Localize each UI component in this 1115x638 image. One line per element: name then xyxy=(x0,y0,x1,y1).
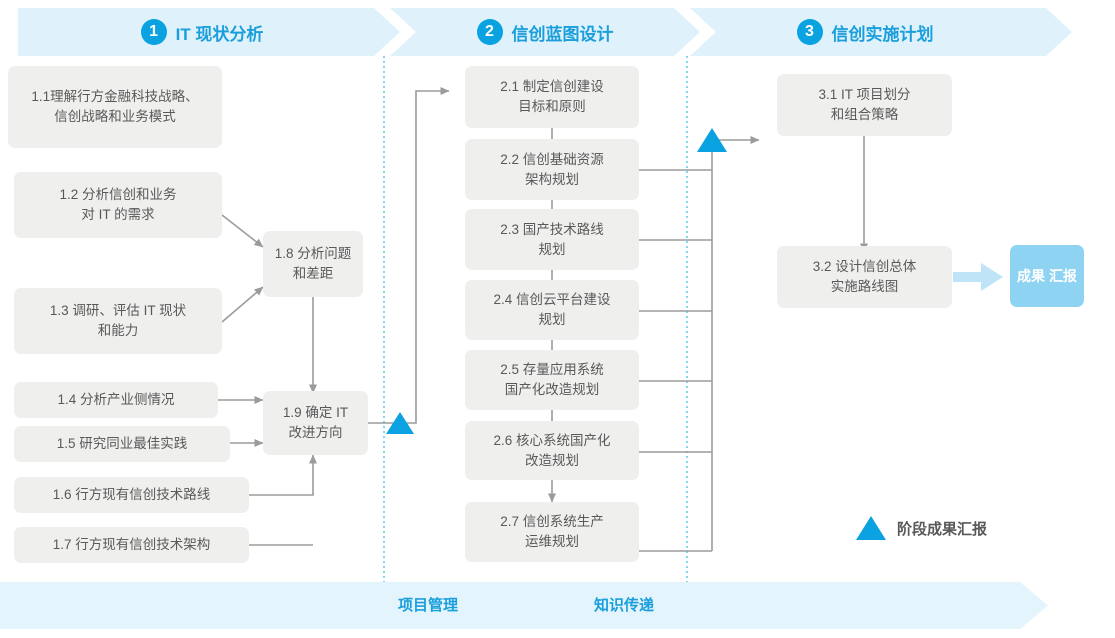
node-2-3-line1: 2.3 国产技术路线 xyxy=(500,221,604,237)
node-1-7[interactable]: 1.7 行方现有信创技术架构 xyxy=(14,527,249,563)
node-3-2-line1: 3.2 设计信创总体 xyxy=(812,259,917,275)
node-1-2-line1: 1.2 分析信创和业务 xyxy=(59,187,177,203)
node-1-1-line1: 1.1理解行方金融科技战略、 xyxy=(31,89,199,105)
node-1-8[interactable]: 1.8 分析问题 和差距 xyxy=(263,231,363,297)
node-2-4-line1: 2.4 信创云平台建设 xyxy=(493,292,611,308)
node-3-1[interactable]: 3.1 IT 项目划分 和组合策略 xyxy=(777,74,952,136)
phase-header-3[interactable]: 3 信创实施计划 xyxy=(700,8,1030,56)
node-1-1-line2: 信创战略和业务模式 xyxy=(54,109,176,124)
wire-16-to-19 xyxy=(249,454,317,496)
node-1-9-line2: 改进方向 xyxy=(288,425,343,440)
node-1-9[interactable]: 1.9 确定 IT 改进方向 xyxy=(263,391,368,455)
phase-title-2: 信创蓝图设计 xyxy=(511,24,614,44)
node-2-6[interactable]: 2.6 核心系统国产化 改造规划 xyxy=(465,421,639,480)
node-2-7-line2: 运维规划 xyxy=(525,534,579,549)
node-1-5-label: 1.5 研究同业最佳实践 xyxy=(56,436,188,452)
node-2-2[interactable]: 2.2 信创基础资源 架构规划 xyxy=(465,139,639,200)
node-1-7-label: 1.7 行方现有信创技术架构 xyxy=(52,537,211,553)
wire-12-to-18 xyxy=(221,214,264,248)
node-2-7-line1: 2.7 信创系统生产 xyxy=(500,514,604,530)
node-2-6-line1: 2.6 核心系统国产化 xyxy=(493,432,611,448)
node-1-4[interactable]: 1.4 分析产业侧情况 xyxy=(14,382,218,418)
result-badge-line1: 成果 xyxy=(1017,267,1046,284)
node-1-1[interactable]: 1.1理解行方金融科技战略、 信创战略和业务模式 xyxy=(8,66,222,148)
node-1-9-line1: 1.9 确定 IT xyxy=(282,405,349,421)
footer-label-knowledge-transfer[interactable]: 知识传递 xyxy=(594,597,655,614)
legend-label: 阶段成果汇报 xyxy=(897,520,988,538)
node-1-3-line2: 和能力 xyxy=(97,323,139,338)
phase-number-2: 2 xyxy=(476,19,503,45)
node-3-1-line1: 3.1 IT 项目划分 xyxy=(818,87,911,103)
node-1-6-label: 1.6 行方现有信创技术路线 xyxy=(52,487,211,503)
node-2-5-line1: 2.5 存量应用系统 xyxy=(500,362,604,378)
phase-chevron-3 xyxy=(690,8,1072,56)
node-2-3[interactable]: 2.3 国产技术路线 规划 xyxy=(465,209,639,270)
node-2-5[interactable]: 2.5 存量应用系统 国产化改造规划 xyxy=(465,350,639,410)
node-2-2-line1: 2.2 信创基础资源 xyxy=(500,151,604,167)
node-1-5[interactable]: 1.5 研究同业最佳实践 xyxy=(14,426,230,462)
legend: 阶段成果汇报 xyxy=(856,516,987,540)
wire-32-to-result xyxy=(953,263,1003,291)
node-2-4-line2: 规划 xyxy=(538,312,566,327)
node-1-6[interactable]: 1.6 行方现有信创技术路线 xyxy=(14,477,249,513)
wire-19-to-21 xyxy=(368,87,450,424)
phase-header-2[interactable]: 2 信创蓝图设计 xyxy=(396,8,694,56)
node-2-1-line1: 2.1 制定信创建设 xyxy=(500,79,604,95)
node-2-5-line2: 国产化改造规划 xyxy=(504,382,600,397)
milestone-triangle-phase1 xyxy=(386,412,414,434)
node-1-8-line1: 1.8 分析问题 xyxy=(274,246,352,262)
node-2-7[interactable]: 2.7 信创系统生产 运维规划 xyxy=(465,502,639,562)
phase-chevron-1 xyxy=(18,8,400,56)
phase-chevron-2 xyxy=(390,8,700,56)
node-3-2[interactable]: 3.2 设计信创总体 实施路线图 xyxy=(777,246,952,308)
phase-header-band: 1 IT 现状分析 2 信创蓝图设计 3 信创实施计划 xyxy=(0,8,1115,56)
footer-band xyxy=(0,582,1048,629)
phase-title-1: IT 现状分析 xyxy=(175,24,264,44)
node-2-2-line2: 架构规划 xyxy=(525,171,579,187)
phase-number-3: 3 xyxy=(796,19,823,45)
node-1-3[interactable]: 1.3 调研、评估 IT 现状 和能力 xyxy=(14,288,222,354)
milestone-triangle-phase2 xyxy=(697,128,727,152)
node-1-2-line2: 对 IT 的需求 xyxy=(81,207,155,222)
result-badge[interactable]: 成果 汇报 xyxy=(1010,245,1084,307)
node-1-8-line2: 和差距 xyxy=(292,266,334,281)
node-2-1[interactable]: 2.1 制定信创建设 目标和原则 xyxy=(465,66,639,128)
node-2-3-line2: 规划 xyxy=(538,241,566,257)
node-2-6-line2: 改造规划 xyxy=(525,452,579,468)
phase-header-1[interactable]: 1 IT 现状分析 xyxy=(18,8,386,56)
node-1-2[interactable]: 1.2 分析信创和业务 对 IT 的需求 xyxy=(14,172,222,238)
phase-title-3: 信创实施计划 xyxy=(831,24,934,44)
node-1-4-label: 1.4 分析产业侧情况 xyxy=(57,392,175,408)
footer-label-project-management[interactable]: 项目管理 xyxy=(398,597,459,614)
node-1-3-line1: 1.3 调研、评估 IT 现状 xyxy=(49,303,187,319)
node-3-2-line2: 实施路线图 xyxy=(830,279,899,294)
result-badge-line2: 汇报 xyxy=(1048,267,1077,284)
node-3-1-line2: 和组合策略 xyxy=(830,107,899,122)
wire-13-to-18 xyxy=(221,286,264,323)
node-2-4[interactable]: 2.4 信创云平台建设 规划 xyxy=(465,280,639,340)
node-2-1-line2: 目标和原则 xyxy=(518,99,586,114)
phase-number-1: 1 xyxy=(140,19,167,45)
milestone-triangle-icon xyxy=(856,516,886,540)
